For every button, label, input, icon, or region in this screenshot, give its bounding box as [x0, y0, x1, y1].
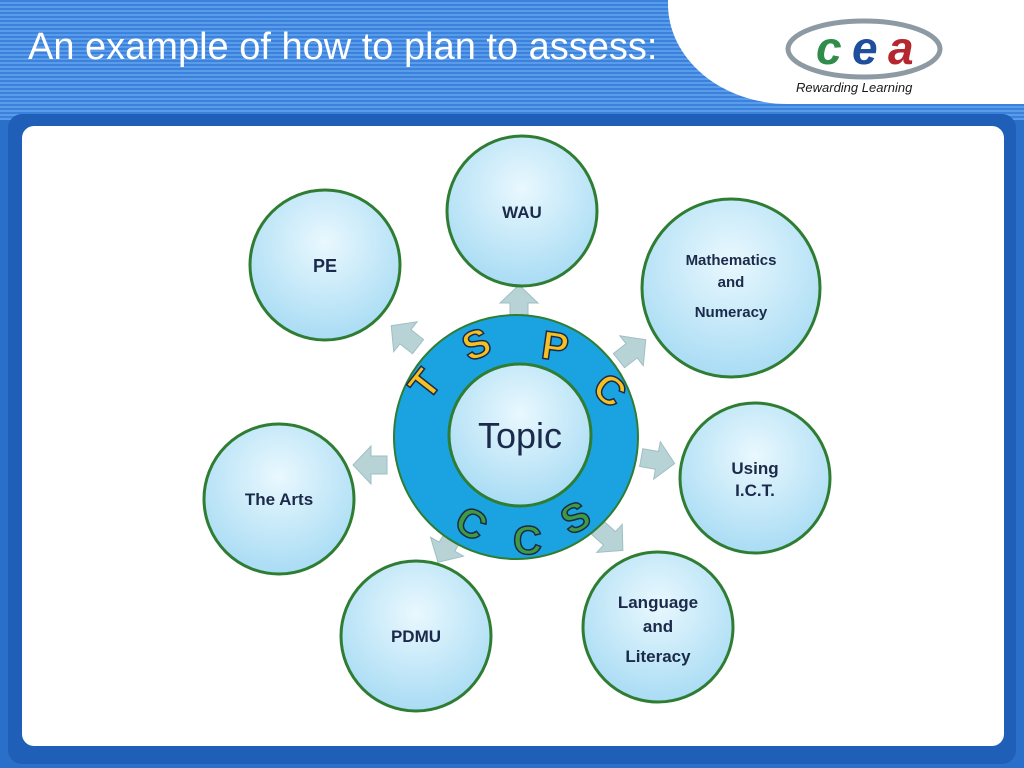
bubble-pe-label: PE	[313, 256, 337, 276]
bubble-wau: WAU	[445, 134, 599, 288]
cea-logo-icon: c e a	[785, 18, 943, 80]
logo-letter-e: e	[852, 22, 878, 74]
topic-circle	[447, 362, 593, 508]
bubble-arts: The Arts	[202, 422, 356, 576]
logo-area: c e a Rewarding Learning	[668, 0, 1024, 104]
arrow-maths	[612, 335, 647, 369]
bubble-language-line-1: Language	[618, 593, 698, 612]
arrow-pe	[390, 321, 425, 355]
slide-title: An example of how to plan to assess:	[28, 26, 658, 68]
bubble-ict-line-1: Using	[731, 459, 778, 478]
arrow-arts	[352, 444, 388, 486]
ring-letter-c-2: C	[513, 519, 542, 563]
arrow-language	[590, 520, 624, 554]
bubble-ict: Using I.C.T.	[678, 401, 832, 555]
bubble-pdmu-label: PDMU	[391, 627, 441, 646]
bubble-pdmu: PDMU	[339, 559, 493, 713]
bubble-maths-line-1: Mathematics	[686, 252, 777, 269]
bubble-language-line-3: Literacy	[625, 647, 691, 666]
bubble-language-line-2: and	[643, 617, 673, 636]
bubble-maths: Mathematics and Numeracy	[640, 197, 822, 379]
bubble-maths-line-2: and	[718, 274, 745, 291]
bubble-ict-line-2: I.C.T.	[735, 481, 775, 500]
logo-letter-a: a	[888, 22, 914, 74]
arrow-group	[352, 284, 676, 563]
bubble-arts-label: The Arts	[245, 490, 313, 509]
slide-header: An example of how to plan to assess: c e…	[0, 0, 1024, 120]
bubble-wau-label: WAU	[502, 203, 542, 222]
arrow-wau	[498, 284, 540, 320]
arrow-ict	[639, 440, 676, 481]
topic-label: Topic	[478, 415, 562, 456]
bubble-maths-line-3: Numeracy	[695, 304, 768, 321]
logo-letter-c: c	[816, 22, 842, 74]
bubble-language: Language and Literacy	[581, 550, 735, 704]
bubble-pe: PE	[248, 188, 402, 342]
logo-tagline: Rewarding Learning	[796, 80, 913, 95]
